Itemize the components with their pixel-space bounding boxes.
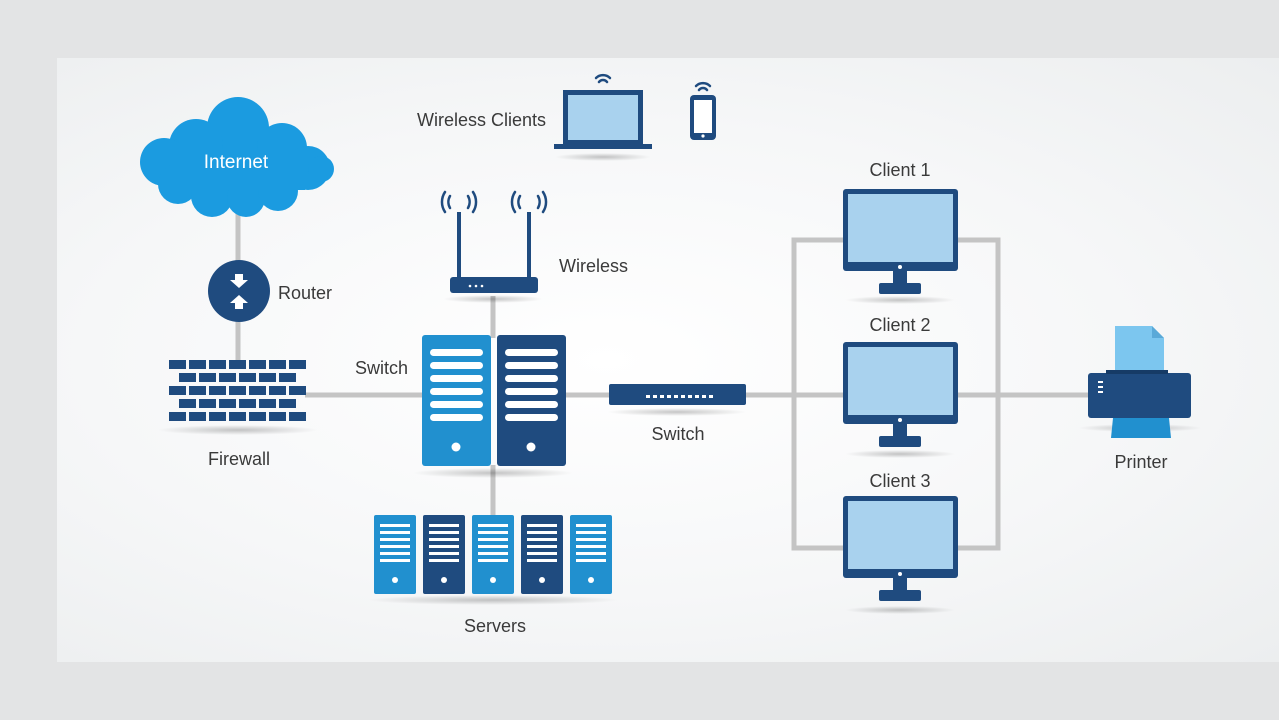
wireless-label: Wireless — [559, 256, 628, 276]
wireless-clients-label: Wireless Clients — [417, 110, 546, 130]
router-icon — [208, 260, 270, 322]
phone-icon — [690, 81, 716, 140]
firewall-icon — [158, 360, 318, 435]
server-icon — [472, 515, 514, 594]
wireless-router-icon — [440, 190, 548, 303]
printer-icon — [1078, 326, 1202, 438]
connections — [235, 210, 1088, 551]
monitor-icon — [843, 342, 958, 458]
servers-group — [368, 515, 618, 605]
server-icon — [570, 515, 612, 594]
server-icon — [521, 515, 563, 594]
cloud-icon: Internet — [140, 97, 334, 217]
client2-label: Client 2 — [869, 315, 930, 335]
main-switch-label: Switch — [355, 358, 408, 378]
printer-label: Printer — [1114, 452, 1167, 472]
line-left-bus — [791, 237, 843, 551]
client3-label: Client 3 — [869, 471, 930, 491]
small-switch-label: Switch — [651, 424, 704, 444]
internet-label: Internet — [204, 152, 269, 173]
firewall-label: Firewall — [208, 449, 270, 469]
client1-label: Client 1 — [869, 160, 930, 180]
router-label: Router — [278, 283, 332, 303]
server-icon — [423, 515, 465, 594]
switch-icon — [607, 384, 747, 416]
server-icon — [413, 335, 573, 478]
monitor-icon — [843, 496, 958, 614]
laptop-icon — [554, 73, 652, 161]
monitor-icon — [843, 189, 958, 304]
server-icon — [374, 515, 416, 594]
servers-label: Servers — [464, 616, 526, 636]
